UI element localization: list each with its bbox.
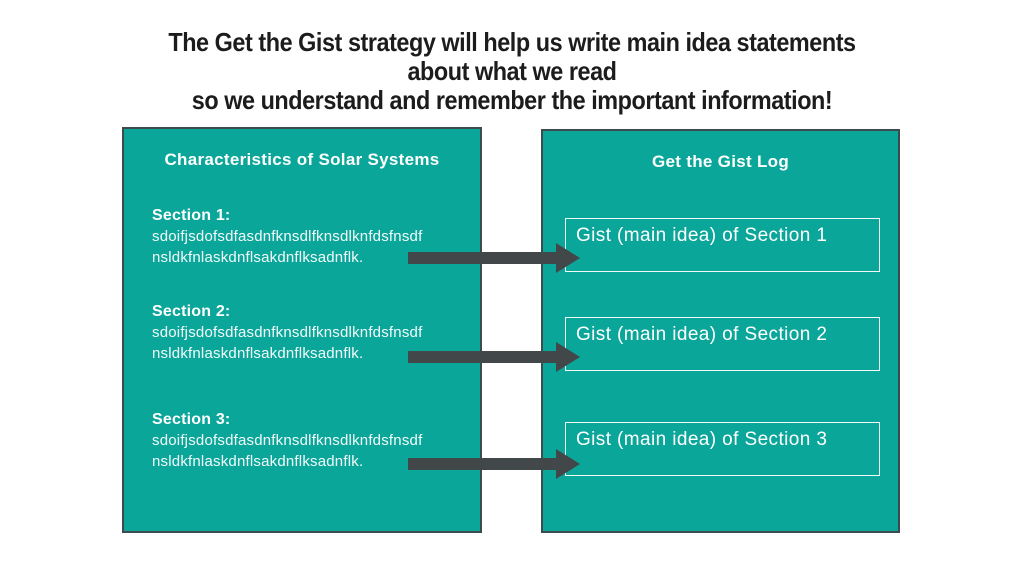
section-2-text-line-1: sdoifjsdofsdfasdnfknsdlfknsdlknfdsfnsdf	[152, 324, 423, 341]
characteristics-panel: Characteristics of Solar Systems Section…	[122, 127, 482, 533]
section-1-block: Section 1: sdoifjsdofsdfasdnfknsdlfknsdl…	[152, 206, 470, 268]
slide-title: The Get the Gist strategy will help us w…	[0, 28, 1024, 115]
arrow-right-icon	[408, 449, 580, 479]
section-1-text-line-1: sdoifjsdofsdfasdnfknsdlfknsdlknfdsfnsdf	[152, 228, 423, 245]
section-3-text-line-2: nsldkfnlaskdnflsakdnflksadnflk.	[152, 453, 364, 470]
gist-log-panel-title: Get the Gist Log	[651, 152, 790, 171]
arrow-head	[556, 243, 580, 273]
arrow-head	[556, 342, 580, 372]
arrow-body	[408, 458, 556, 470]
section-3-block: Section 3: sdoifjsdofsdfasdnfknsdlfknsdl…	[152, 410, 470, 472]
arrow-right-icon	[408, 342, 580, 372]
characteristics-panel-title: Characteristics of Solar Systems	[164, 150, 440, 169]
arrow-body	[408, 252, 556, 264]
title-line-2: about what we read	[407, 56, 617, 86]
gist-entry-1-label: Gist (main idea) of Section 1	[576, 225, 828, 246]
gist-entry-3: Gist (main idea) of Section 3	[565, 422, 880, 476]
arrow-right-icon	[408, 243, 580, 273]
section-2-block: Section 2: sdoifjsdofsdfasdnfknsdlfknsdl…	[152, 302, 470, 364]
arrow-head	[556, 449, 580, 479]
gist-entry-2: Gist (main idea) of Section 2	[565, 317, 880, 371]
gist-log-panel: Get the Gist Log Gist (main idea) of Sec…	[541, 129, 900, 533]
gist-entry-2-label: Gist (main idea) of Section 2	[576, 324, 828, 345]
section-2-label: Section 2:	[152, 303, 231, 320]
section-1-label: Section 1:	[152, 207, 231, 224]
section-3-text-line-1: sdoifjsdofsdfasdnfknsdlfknsdlknfdsfnsdf	[152, 432, 423, 449]
arrow-body	[408, 351, 556, 363]
title-line-3: so we understand and remember the import…	[191, 85, 833, 115]
section-3-label: Section 3:	[152, 411, 231, 428]
section-1-text-line-2: nsldkfnlaskdnflsakdnflksadnflk.	[152, 249, 364, 266]
title-line-1: The Get the Gist strategy will help us w…	[168, 27, 856, 57]
gist-entry-1: Gist (main idea) of Section 1	[565, 218, 880, 272]
gist-entry-3-label: Gist (main idea) of Section 3	[576, 429, 828, 450]
section-2-text-line-2: nsldkfnlaskdnflsakdnflksadnflk.	[152, 345, 364, 362]
